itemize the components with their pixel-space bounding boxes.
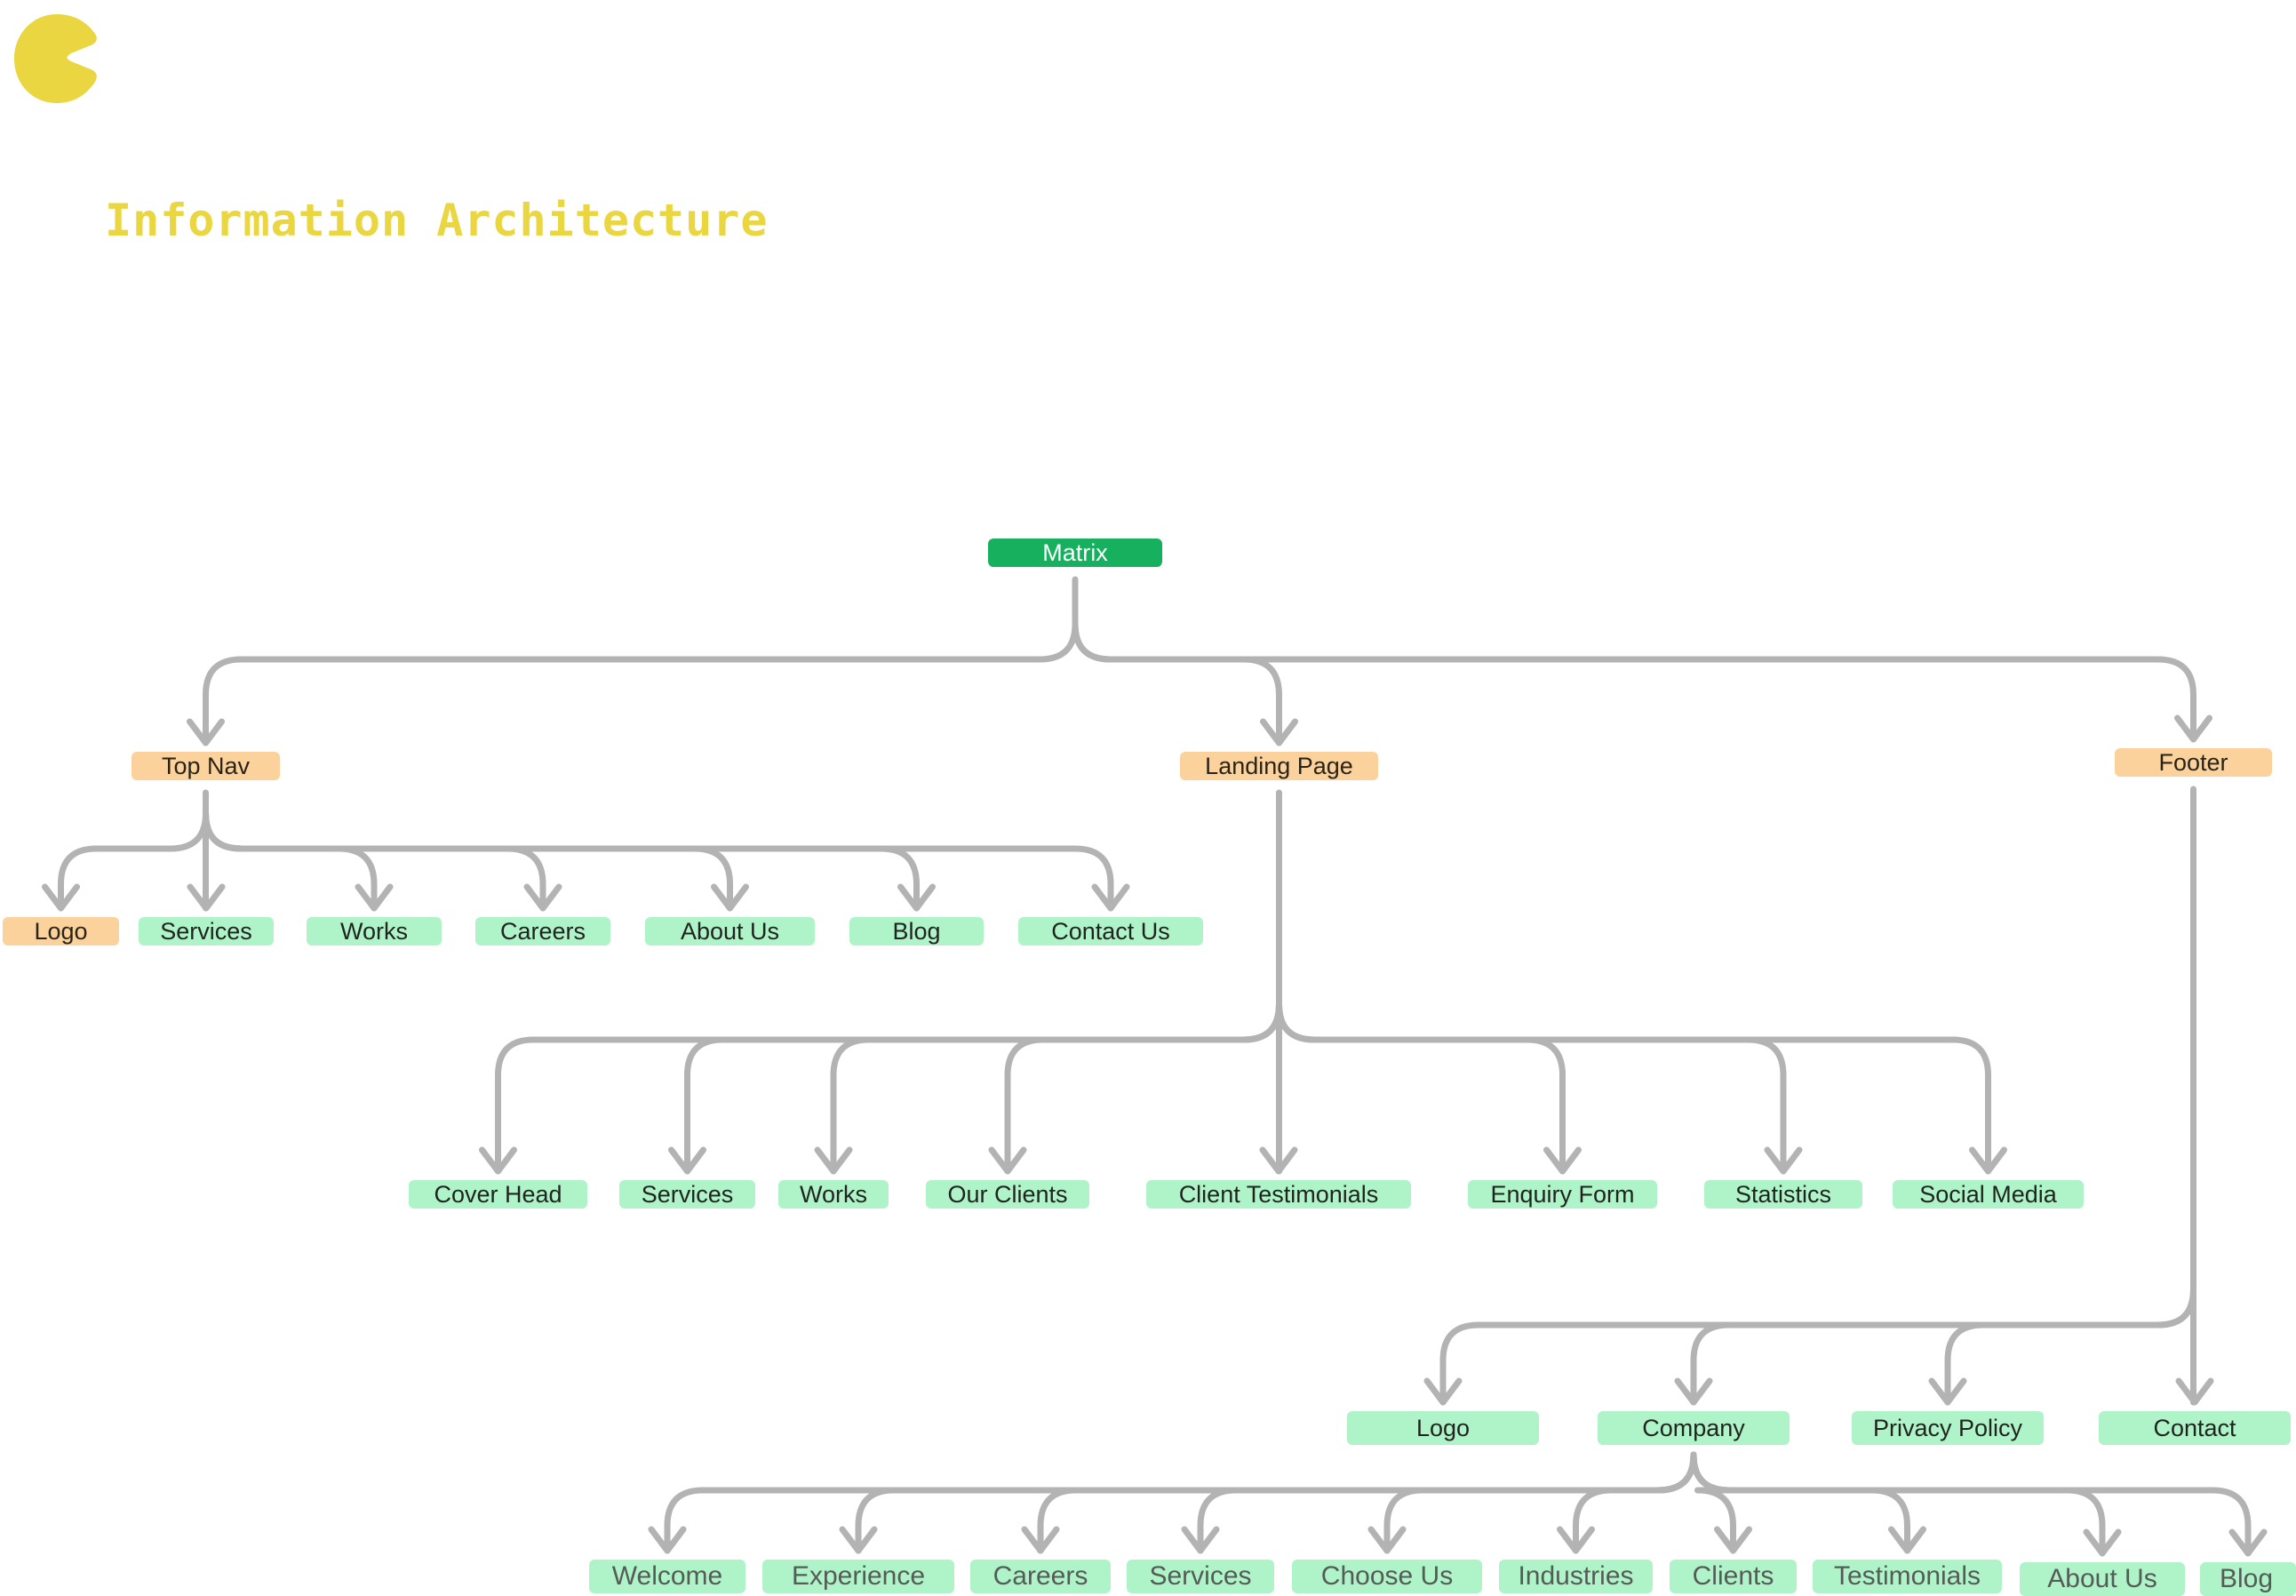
connector-footer-company-to-company-industries bbox=[1573, 1451, 1697, 1554]
connector-company-choose-us-arrowhead bbox=[1367, 1526, 1407, 1554]
node-topnav-careers[interactable]: Careers bbox=[475, 917, 610, 946]
node-footer-contact[interactable]: Contact bbox=[2099, 1411, 2291, 1445]
node-landing-enquiry-form[interactable]: Enquiry Form bbox=[1468, 1180, 1657, 1209]
node-landing-our-clients[interactable]: Our Clients bbox=[926, 1180, 1089, 1209]
node-company-experience[interactable]: Experience bbox=[762, 1560, 954, 1593]
connector-footer-company-to-company-testimonials bbox=[1690, 1451, 1910, 1554]
connector-landing-page-to-landing-services bbox=[684, 1001, 1282, 1175]
node-landing-page[interactable]: Landing Page bbox=[1180, 752, 1378, 780]
connector-footer-company-to-company-services bbox=[1197, 1451, 1697, 1554]
node-landing-social-media[interactable]: Social Media bbox=[1893, 1180, 2084, 1209]
connector-company-clients-arrowhead bbox=[1714, 1526, 1752, 1554]
node-topnav-services[interactable]: Services bbox=[139, 917, 274, 946]
connector-matrix-to-landing-page bbox=[1072, 620, 1282, 746]
connector-landing-page-arrowhead bbox=[1260, 718, 1298, 746]
connector-company-blog-arrowhead bbox=[2228, 1528, 2268, 1557]
connector-footer-to-footer-logo bbox=[1439, 1286, 2196, 1406]
node-company-choose-us[interactable]: Choose Us bbox=[1292, 1560, 1482, 1593]
node-company-industries[interactable]: Industries bbox=[1499, 1560, 1653, 1593]
node-company-testimonials[interactable]: Testimonials bbox=[1813, 1560, 2002, 1593]
node-landing-client-testimonials[interactable]: Client Testimonials bbox=[1146, 1180, 1411, 1209]
connector-footer-company-to-company-careers bbox=[1037, 1451, 1697, 1554]
connector-landing-social-media-arrowhead bbox=[1969, 1146, 2007, 1175]
connector-company-about-us-arrowhead bbox=[2083, 1528, 2122, 1557]
connector-topnav-about-us-arrowhead bbox=[711, 883, 749, 912]
connector-top-nav-to-topnav-contact-us bbox=[203, 810, 1114, 912]
connector-footer-privacy-policy-arrowhead bbox=[1928, 1377, 1967, 1406]
connector-footer-company-to-company-choose-us bbox=[1383, 1451, 1697, 1554]
connector-top-nav-to-topnav-about-us bbox=[203, 810, 733, 912]
connector-landing-page-to-landing-works bbox=[830, 1001, 1282, 1175]
connector-landing-services-arrowhead bbox=[668, 1146, 706, 1175]
connector-footer-to-footer-company bbox=[1690, 1286, 2196, 1406]
connector-footer-company-to-company-welcome bbox=[664, 1451, 1697, 1554]
connector-company-careers-arrowhead bbox=[1021, 1526, 1060, 1554]
node-footer-privacy-policy[interactable]: Privacy Policy bbox=[1852, 1411, 2044, 1445]
connector-landing-page-to-landing-enquiry-form bbox=[1276, 1001, 1566, 1175]
node-top-nav[interactable]: Top Nav bbox=[132, 752, 280, 780]
connector-landing-client-testimonials-arrowhead bbox=[1259, 1146, 1298, 1175]
connector-footer-to-footer-privacy-policy bbox=[1944, 1286, 2196, 1406]
node-topnav-about-us[interactable]: About Us bbox=[645, 917, 815, 946]
connector-topnav-contact-us-arrowhead bbox=[1091, 883, 1130, 912]
connector-footer-company-arrowhead bbox=[1674, 1377, 1713, 1406]
node-landing-cover-head[interactable]: Cover Head bbox=[409, 1180, 587, 1209]
node-company-careers[interactable]: Careers bbox=[970, 1560, 1111, 1593]
node-company-clients[interactable]: Clients bbox=[1670, 1560, 1797, 1593]
connector-top-nav-to-topnav-works bbox=[203, 810, 378, 912]
connector-top-nav-to-topnav-careers bbox=[203, 810, 546, 912]
connector-landing-enquiry-form-arrowhead bbox=[1543, 1146, 1582, 1175]
connector-company-experience-arrowhead bbox=[839, 1526, 878, 1554]
connector-landing-page-to-landing-social-media bbox=[1276, 1001, 1991, 1175]
node-landing-services[interactable]: Services bbox=[619, 1180, 755, 1209]
node-landing-works[interactable]: Works bbox=[778, 1180, 889, 1209]
connector-footer-company-to-company-blog bbox=[1690, 1451, 2252, 1557]
node-company-welcome[interactable]: Welcome bbox=[589, 1560, 745, 1593]
connector-company-welcome-arrowhead bbox=[648, 1526, 687, 1554]
connector-landing-works-arrowhead bbox=[814, 1146, 853, 1175]
pacman-logo-icon bbox=[14, 14, 97, 103]
connector-matrix-to-footer bbox=[1072, 620, 2196, 743]
node-topnav-works[interactable]: Works bbox=[307, 917, 442, 946]
node-topnav-contact-us[interactable]: Contact Us bbox=[1018, 917, 1203, 946]
connector-landing-page-to-landing-cover-head bbox=[495, 1001, 1282, 1175]
page-title: Information Architecture bbox=[105, 195, 769, 246]
connector-top-nav-to-topnav-logo bbox=[58, 810, 209, 912]
node-footer-logo[interactable]: Logo bbox=[1347, 1411, 1539, 1445]
connector-landing-page-to-landing-statistics bbox=[1276, 1001, 1787, 1175]
connector-topnav-careers-arrowhead bbox=[523, 883, 562, 912]
connector-footer-company-to-company-experience bbox=[855, 1451, 1697, 1554]
connector-landing-statistics-arrowhead bbox=[1764, 1146, 1803, 1175]
connector-topnav-services-arrowhead bbox=[187, 883, 226, 912]
connector-company-industries-arrowhead bbox=[1557, 1526, 1595, 1554]
connector-company-testimonials-arrowhead bbox=[1888, 1526, 1926, 1554]
connector-footer-contact-arrowhead bbox=[2175, 1377, 2214, 1406]
node-company-services[interactable]: Services bbox=[1127, 1560, 1274, 1593]
connector-topnav-blog-arrowhead bbox=[897, 883, 936, 912]
connector-topnav-works-arrowhead bbox=[355, 883, 394, 912]
node-footer[interactable]: Footer bbox=[2115, 748, 2272, 777]
node-landing-statistics[interactable]: Statistics bbox=[1704, 1180, 1862, 1209]
connector-landing-page-to-landing-our-clients bbox=[1004, 1001, 1282, 1175]
connector-top-nav-arrowhead bbox=[187, 718, 225, 746]
connector-footer-logo-arrowhead bbox=[1423, 1377, 1463, 1406]
connector-footer-company-to-company-about-us bbox=[1690, 1451, 2106, 1557]
connector-top-nav-to-topnav-blog bbox=[203, 810, 920, 912]
node-company-blog[interactable]: Blog bbox=[2200, 1562, 2296, 1596]
node-matrix[interactable]: Matrix bbox=[988, 539, 1162, 567]
connector-footer-arrowhead bbox=[2174, 714, 2212, 743]
connector-landing-our-clients-arrowhead bbox=[988, 1146, 1027, 1175]
connector-company-services-arrowhead bbox=[1181, 1526, 1220, 1554]
connector-footer-company-to-company-clients bbox=[1690, 1451, 1736, 1554]
node-company-about-us[interactable]: About Us bbox=[2020, 1562, 2185, 1596]
connector-topnav-logo-arrowhead bbox=[42, 883, 80, 912]
node-footer-company[interactable]: Company bbox=[1598, 1411, 1790, 1445]
node-topnav-logo[interactable]: Logo bbox=[3, 917, 119, 946]
node-topnav-blog[interactable]: Blog bbox=[849, 917, 984, 946]
connector-landing-cover-head-arrowhead bbox=[479, 1146, 517, 1175]
connector-matrix-to-top-nav bbox=[203, 620, 1079, 746]
